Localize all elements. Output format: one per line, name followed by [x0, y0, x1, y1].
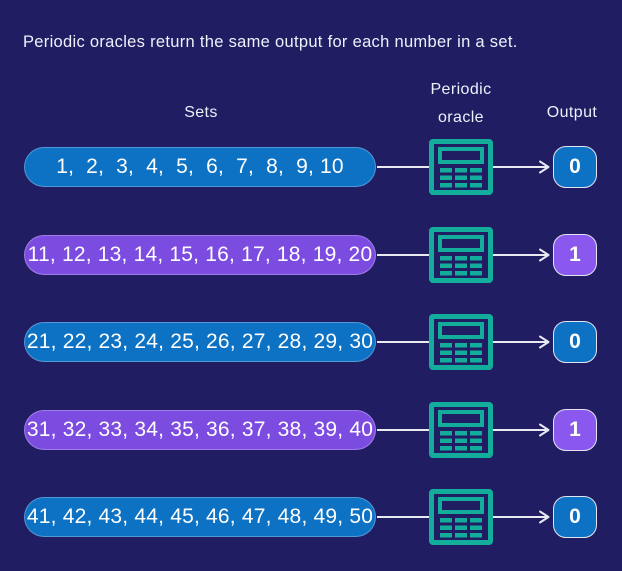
diagram-caption: Periodic oracles return the same output …: [23, 33, 518, 51]
connector-line: [377, 253, 429, 256]
set-pill-label: 11, 12, 13, 14, 15, 16, 17, 18, 19, 20: [27, 242, 373, 266]
periodic-oracle-table-icon: [429, 139, 493, 195]
connector-line: [377, 428, 429, 431]
periodic-oracle-table-icon: [429, 226, 493, 283]
set-pill: 1, 2, 3, 4, 5, 6, 7, 8, 9, 10: [24, 147, 376, 187]
output-badge: 0: [553, 146, 597, 188]
column-header-periodic-oracle-line2: oracle: [438, 109, 484, 126]
periodic-oracle-table-icon: [429, 401, 493, 458]
right-arrow-icon: [493, 423, 550, 436]
right-arrow-icon: [493, 335, 550, 349]
output-badge-label: 0: [569, 155, 581, 178]
connector-line: [377, 166, 429, 168]
output-badge-label: 0: [569, 505, 581, 528]
connector-line: [377, 516, 429, 518]
periodic-oracle-table-icon: [429, 314, 493, 370]
right-arrow-icon: [493, 510, 550, 524]
output-badge: 1: [553, 408, 597, 451]
set-pill-label: 41, 42, 43, 44, 45, 46, 47, 48, 49, 50: [26, 505, 374, 528]
column-header-sets: Sets: [184, 104, 218, 121]
output-badge-label: 1: [569, 417, 581, 441]
set-pill: 11, 12, 13, 14, 15, 16, 17, 18, 19, 20: [24, 234, 376, 275]
output-badge-label: 0: [569, 330, 581, 353]
column-header-periodic-oracle-line1: Periodic: [430, 81, 492, 98]
right-arrow-icon: [493, 160, 550, 174]
output-badge-label: 1: [569, 242, 581, 266]
output-badge: 0: [553, 496, 597, 538]
column-header-periodic-oracle: Periodic oracle: [401, 76, 521, 132]
column-header-output: Output: [546, 104, 598, 121]
set-pill: 21, 22, 23, 24, 25, 26, 27, 28, 29, 30: [24, 322, 376, 362]
right-arrow-icon: [493, 248, 550, 261]
periodic-oracle-table-icon: [429, 489, 493, 545]
connector-line: [377, 341, 429, 343]
set-pill-label: 21, 22, 23, 24, 25, 26, 27, 28, 29, 30: [26, 330, 374, 353]
set-pill: 41, 42, 43, 44, 45, 46, 47, 48, 49, 50: [24, 497, 376, 537]
output-badge: 1: [553, 233, 597, 276]
set-pill: 31, 32, 33, 34, 35, 36, 37, 38, 39, 40: [24, 409, 376, 450]
output-badge: 0: [553, 321, 597, 363]
set-pill-label: 1, 2, 3, 4, 5, 6, 7, 8, 9, 10: [56, 155, 344, 178]
set-pill-label: 31, 32, 33, 34, 35, 36, 37, 38, 39, 40: [26, 417, 374, 441]
